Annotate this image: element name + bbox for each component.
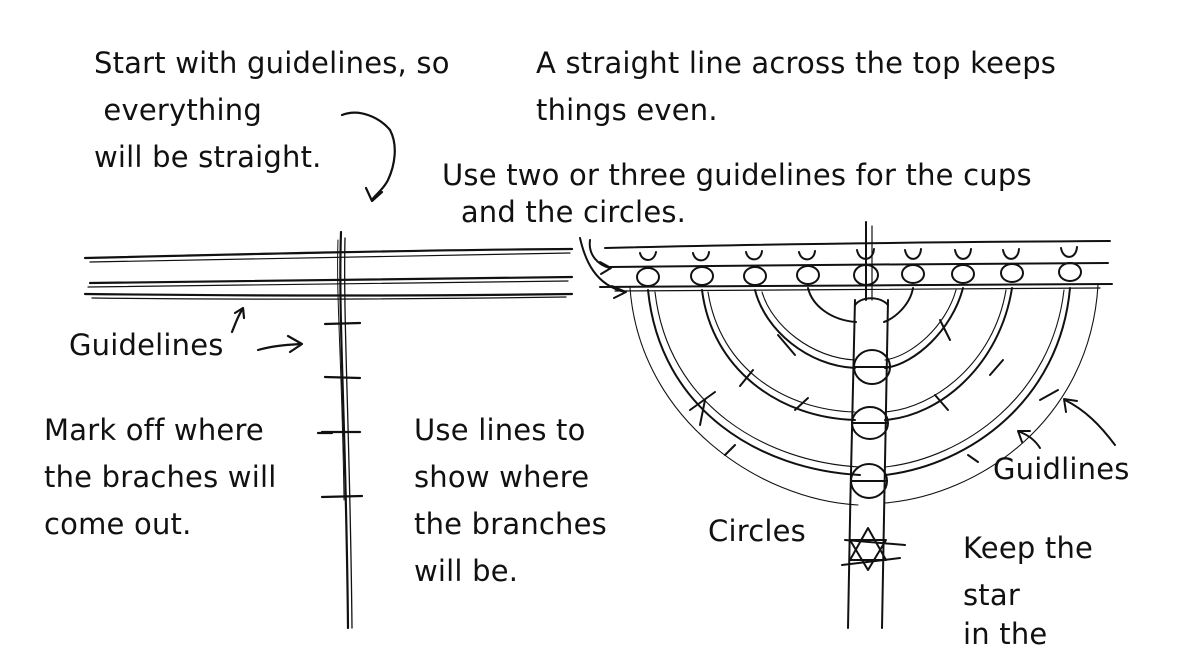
top-guide-1 xyxy=(604,240,1111,249)
cup-circles xyxy=(636,262,1082,287)
label-circles: Circles xyxy=(708,514,806,548)
star-of-david xyxy=(841,527,906,571)
stem-line-2 xyxy=(344,237,353,629)
note-start-guidelines: Start with guidelines, so everything wil… xyxy=(94,40,450,181)
guidelines-arrowhead-right xyxy=(286,334,304,354)
note-line: Mark off where xyxy=(44,413,264,447)
branch-tick-marks xyxy=(689,319,1059,463)
stem-line-3 xyxy=(337,239,345,501)
guidelines-arrow-up xyxy=(230,308,244,334)
note-line: Use lines to xyxy=(414,413,586,447)
guidelines-arrowhead-up xyxy=(233,306,246,320)
note-line: things even. xyxy=(536,93,718,127)
top-guideline xyxy=(83,247,574,260)
arrows-menorah xyxy=(579,237,1116,449)
note-straight-line: A straight line across the top keeps thi… xyxy=(536,40,1056,134)
note-line: Use two or three guidelines for the cups xyxy=(442,158,1032,192)
note-line: everything xyxy=(94,93,262,127)
stem-tick-4 xyxy=(320,494,364,499)
curly-arrowhead xyxy=(364,186,384,203)
guidelines-arrow-right xyxy=(256,342,302,352)
menorah-drawing xyxy=(579,221,1116,629)
note-line: in the xyxy=(963,617,1048,651)
note-line: and the circles. xyxy=(442,195,687,229)
note-line: Start with guidelines, so xyxy=(94,46,450,80)
note-line: will be straight. xyxy=(94,140,322,174)
stem-tick-2 xyxy=(323,375,362,380)
top-guide-4 xyxy=(614,287,1101,292)
note-use-lines: Use lines to show where the branches wil… xyxy=(414,407,607,595)
note-line: the braches will xyxy=(44,460,277,494)
note-line: A straight line across the top keeps xyxy=(536,46,1057,80)
stem-line xyxy=(339,230,350,630)
bottom-guideline xyxy=(83,292,574,297)
top-guide-3 xyxy=(599,283,1113,288)
menorah-sketch xyxy=(83,111,1116,630)
left-guidelines-sketch xyxy=(83,111,574,630)
stem-tick-1 xyxy=(323,321,362,326)
note-line: will be. xyxy=(414,554,519,588)
center-stem-top xyxy=(854,297,889,306)
bottom-guideline-2 xyxy=(91,296,567,300)
note-line: Keep the xyxy=(963,531,1094,565)
note-line: star xyxy=(963,578,1020,612)
center-stem-left xyxy=(847,299,856,629)
stem-circles xyxy=(850,349,891,499)
top-guideline-2 xyxy=(89,252,571,263)
note-mark-off: Mark off where the braches will come out… xyxy=(44,407,277,548)
tutorial-page: Start with guidelines, so everything wil… xyxy=(44,40,1130,651)
outer-guide-arcs xyxy=(629,284,1099,506)
note-line: show where xyxy=(414,460,590,494)
cup-row xyxy=(639,246,1078,262)
note-keep-star: Keep the star in the xyxy=(963,525,1093,658)
branches xyxy=(647,287,1071,476)
label-guidelines: Guidelines xyxy=(69,328,224,362)
top-guide-2 xyxy=(609,262,1109,268)
note-two-or-three: Use two or three guidelines for the cups… xyxy=(442,157,1032,231)
center-stem-right xyxy=(881,299,889,629)
label-guidlines: Guidlines xyxy=(993,452,1130,486)
curly-arrow xyxy=(340,111,396,202)
note-line: come out. xyxy=(44,507,192,541)
note-line: the branches xyxy=(414,507,607,541)
